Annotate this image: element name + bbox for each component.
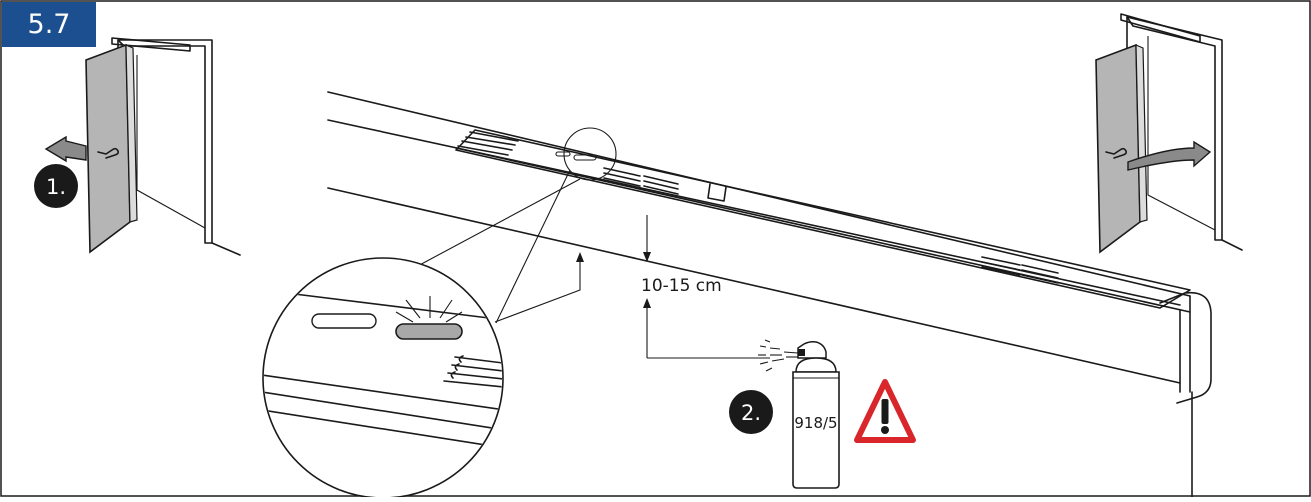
step-number-badge: 5.7 bbox=[2, 2, 96, 47]
arrow-left-icon bbox=[44, 135, 87, 163]
arrow-right-icon bbox=[1127, 140, 1212, 171]
spray-can-icon: 918/5 bbox=[758, 339, 840, 489]
vent-slots-middle bbox=[603, 167, 679, 195]
warning-triangle-icon bbox=[854, 379, 916, 443]
spray-can-label: 918/5 bbox=[794, 414, 837, 432]
zoom-target-circle bbox=[563, 127, 617, 181]
magnifier-icon bbox=[262, 257, 504, 499]
vent-slots-left bbox=[457, 131, 519, 156]
highlight-rays bbox=[395, 296, 463, 323]
step-2-label: 2. bbox=[741, 401, 761, 425]
step-2-marker: 2. bbox=[729, 390, 773, 434]
sensor-slots bbox=[555, 151, 727, 202]
door-right-icon bbox=[1095, 13, 1243, 254]
step-1-label: 1. bbox=[46, 175, 66, 199]
door-left-icon bbox=[85, 37, 241, 256]
distance-label: 10-15 cm bbox=[641, 276, 722, 296]
step-1-marker: 1. bbox=[34, 164, 78, 208]
door-closer-bar bbox=[327, 91, 1212, 498]
distance-dimension: 10-15 cm bbox=[641, 215, 770, 359]
vent-slots-right bbox=[981, 256, 1059, 284]
